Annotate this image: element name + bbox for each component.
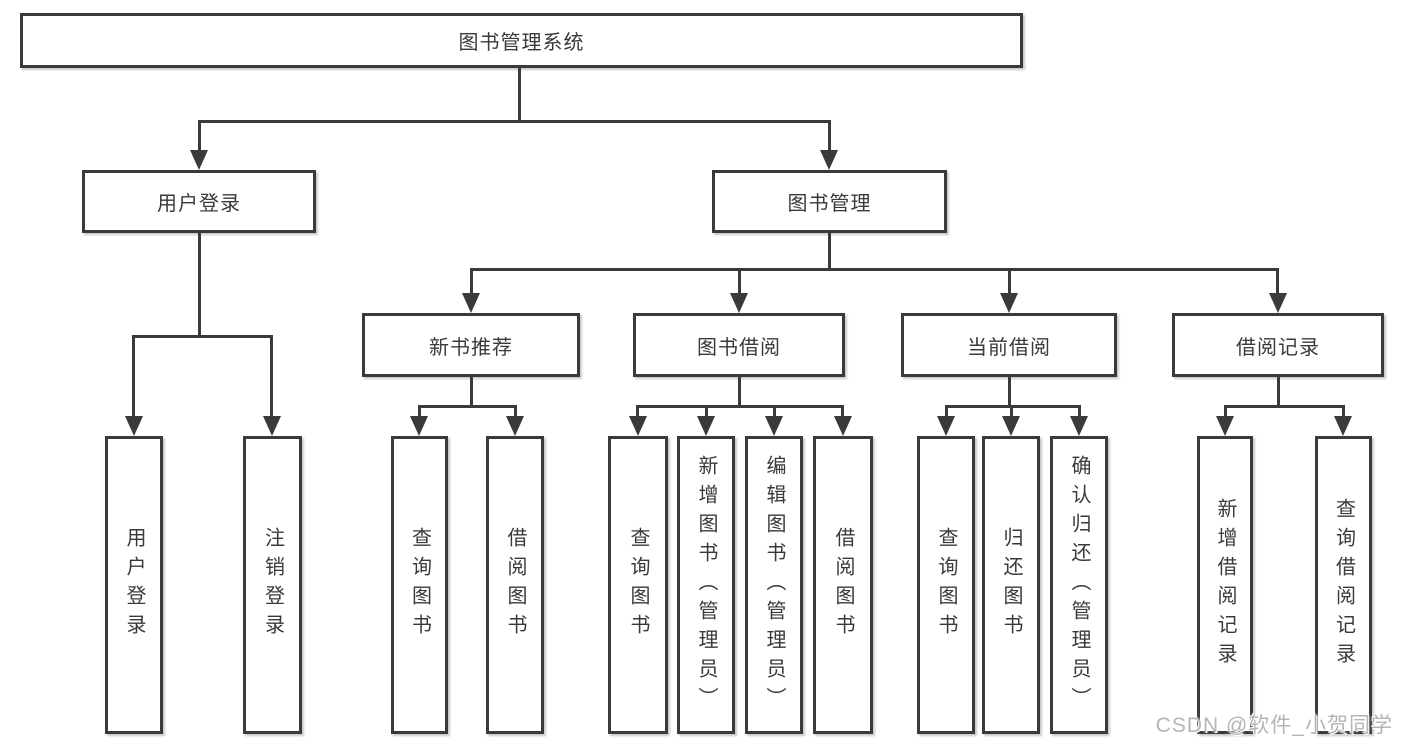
connector-borrowing-records-rail (1224, 405, 1344, 408)
connector-drop-leaf (773, 405, 776, 420)
connector-drop-leaf (514, 405, 517, 420)
connector-new-book-rail (418, 405, 516, 408)
connector-drop-user-login (198, 120, 201, 154)
arrow-down-icon (1334, 416, 1352, 436)
leaf-add-book-admin: 新增图书（管理员） (677, 436, 735, 734)
connector-drop-leaf (841, 405, 844, 420)
node-user-login: 用户登录 (82, 170, 316, 233)
connector-drop-leaf (945, 405, 948, 420)
connector-drop-leaf (1224, 405, 1227, 420)
connector-user-login-rail (132, 335, 273, 338)
connector-drop-book-management (828, 120, 831, 154)
connector-current-borrowing-stem (1008, 376, 1011, 408)
arrow-down-icon (506, 416, 524, 436)
arrow-down-icon (1216, 416, 1234, 436)
leaf-edit-book-admin: 编辑图书（管理员） (745, 436, 803, 734)
leaf-return-books: 归还图书 (982, 436, 1040, 734)
connector-book-borrowing-stem (738, 376, 741, 408)
arrow-down-icon (629, 416, 647, 436)
leaf-add-borrow-record: 新增借阅记录 (1197, 436, 1253, 734)
connector-drop-leaf (705, 405, 708, 420)
arrow-down-icon (263, 416, 281, 436)
connector-drop-leaf (418, 405, 421, 420)
node-current-borrowing: 当前借阅 (901, 313, 1117, 377)
connector-drop-current-borrowing (1008, 268, 1011, 297)
connector-borrowing-records-stem (1277, 376, 1280, 408)
arrow-down-icon (1002, 416, 1020, 436)
arrow-down-icon (462, 293, 480, 313)
arrow-down-icon (730, 293, 748, 313)
arrow-down-icon (190, 150, 208, 170)
connector-drop-new-book (470, 268, 473, 297)
connector-user-login-stem (198, 232, 201, 338)
connector-drop-leaf (270, 335, 273, 420)
arrow-down-icon (1269, 293, 1287, 313)
node-new-book-recommend: 新书推荐 (362, 313, 580, 377)
connector-drop-book-borrowing (738, 268, 741, 297)
node-book-management: 图书管理 (712, 170, 947, 233)
connector-drop-leaf (636, 405, 639, 420)
arrow-down-icon (820, 150, 838, 170)
node-book-borrowing: 图书借阅 (633, 313, 845, 377)
leaf-confirm-return-admin: 确认归还（管理员） (1050, 436, 1108, 734)
connector-new-book-stem (470, 376, 473, 408)
leaf-user-login: 用户登录 (105, 436, 163, 734)
arrow-down-icon (410, 416, 428, 436)
arrow-down-icon (1000, 293, 1018, 313)
connector-book-borrowing-rail (636, 405, 843, 408)
leaf-logout: 注销登录 (243, 436, 302, 734)
connector-drop-leaf (1078, 405, 1081, 420)
leaf-borrow-books-newbook: 借阅图书 (486, 436, 544, 734)
arrow-down-icon (697, 416, 715, 436)
connector-book-management-stem (828, 232, 831, 271)
connector-drop-leaf (132, 335, 135, 420)
arrow-down-icon (765, 416, 783, 436)
connector-drop-leaf (1342, 405, 1345, 420)
connector-drop-leaf (1010, 405, 1013, 420)
arrow-down-icon (937, 416, 955, 436)
leaf-borrow-books-borrowing: 借阅图书 (813, 436, 873, 734)
arrow-down-icon (1070, 416, 1088, 436)
csdn-watermark: CSDN @软件_小贺同学 (1155, 714, 1393, 737)
connector-drop-borrowing-records (1276, 268, 1279, 297)
leaf-query-books-borrowing: 查询图书 (608, 436, 668, 734)
arrow-down-icon (125, 416, 143, 436)
arrow-down-icon (834, 416, 852, 436)
connector-root-stem (518, 65, 521, 123)
leaf-query-books-current: 查询图书 (917, 436, 975, 734)
leaf-query-books-newbook: 查询图书 (391, 436, 448, 734)
node-borrowing-records: 借阅记录 (1172, 313, 1384, 377)
connector-root-rail (198, 120, 830, 123)
node-library-system: 图书管理系统 (20, 13, 1023, 68)
leaf-query-borrow-record: 查询借阅记录 (1315, 436, 1372, 734)
connector-book-management-rail (470, 268, 1278, 271)
